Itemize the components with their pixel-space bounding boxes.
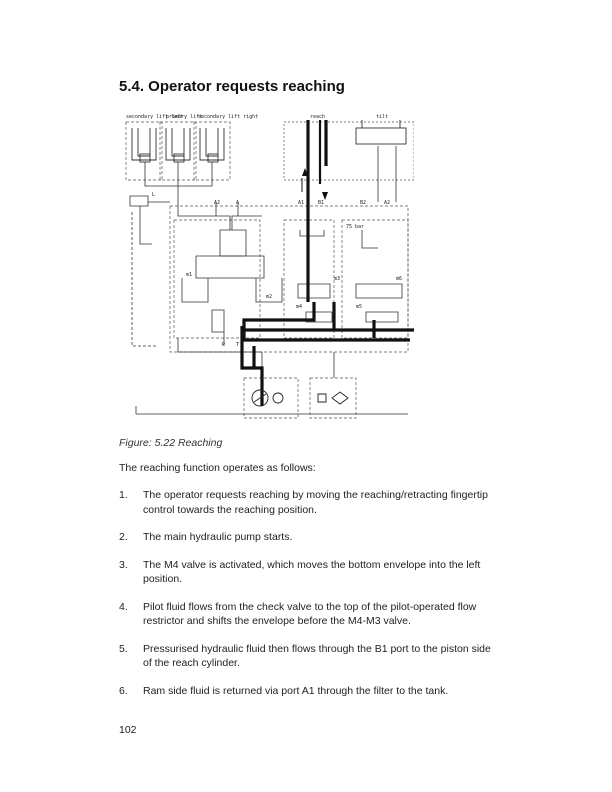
label-valve-m3: m3 [334,276,340,282]
label-port-t: T [236,342,239,348]
step-text: The main hydraulic pump starts. [143,531,293,543]
step-number: 1. [119,489,128,501]
step-text: The operator requests reaching by moving… [143,489,488,516]
label-secondary-lift-right: secondary lift right [198,114,258,120]
list-item: 1. The operator requests reaching by mov… [119,488,494,517]
label-valve-m1: m1 [186,272,192,278]
figure-caption: Figure: 5.22 Reaching [119,437,223,449]
step-number: 3. [119,558,128,571]
label-port-p: P [222,342,225,348]
label-secondary-lift-left: secondary lift left [126,114,183,120]
label-port-a1: A1 [298,200,304,206]
step-text: The M4 valve is activated, which moves t… [143,558,481,586]
hydraulic-schematic: secondary lift left primary lift seconda… [125,114,414,419]
step-number: 6. [119,684,128,697]
label-port-b1: B1 [318,200,324,206]
label-valve-m5: m5 [356,304,362,310]
list-item: 3. The M4 valve is activated, which move… [119,558,494,587]
label-port-b2: B2 [360,200,366,206]
step-number: 5. [119,642,128,655]
list-item: 5. Pressurised hydraulic fluid then flow… [119,642,494,671]
label-port-a2: A2 [214,200,220,206]
step-text: Pilot fluid flows from the check valve t… [143,600,477,628]
label-tilt: tilt [376,114,388,120]
label-port-a2-right: A2 [384,200,390,206]
steps-list: 1. The operator requests reaching by mov… [119,488,494,711]
label-valve-m4: m4 [296,304,302,310]
step-text: Pressurised hydraulic fluid then flows t… [143,642,491,670]
step-number: 4. [119,600,128,613]
list-item: 4. Pilot fluid flows from the check valv… [119,600,494,629]
label-valve-m6: m6 [396,276,402,282]
page-number: 102 [119,724,137,736]
label-primary-lift: primary lift [166,114,202,120]
label-port-a: A [236,200,239,206]
label-pressure: 75 bar [346,224,364,230]
intro-paragraph: The reaching function operates as follow… [119,462,316,474]
hydraulic-schematic-figure: secondary lift left primary lift seconda… [112,106,414,426]
label-port-l: L [152,192,155,198]
step-number: 2. [119,531,128,543]
list-item: 2. The main hydraulic pump starts. [119,530,494,545]
list-item: 6. Ram side fluid is returned via port A… [119,684,494,699]
step-text: Ram side fluid is returned via port A1 t… [143,684,449,697]
label-reach: reach [310,114,325,120]
section-title: 5.4. Operator requests reaching [119,78,345,95]
label-valve-m2: m2 [266,294,272,300]
